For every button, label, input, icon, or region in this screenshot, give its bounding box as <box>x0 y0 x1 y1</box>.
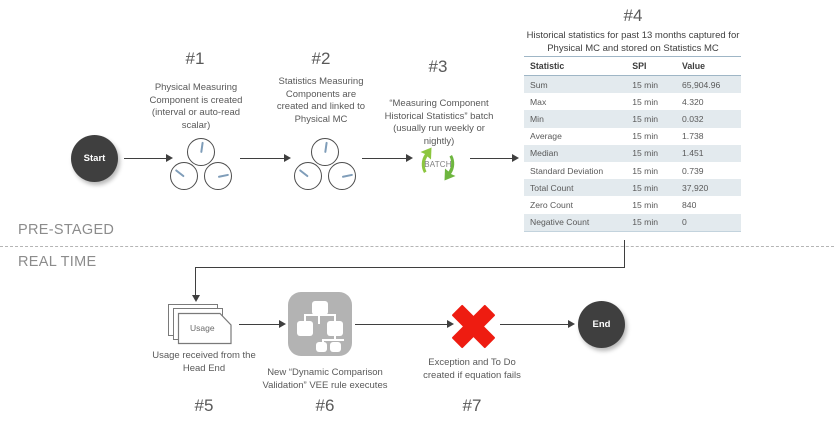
arrow-step7-to-end <box>500 324 570 325</box>
cell-value: 1.451 <box>676 144 741 162</box>
arrow-start-to-step1-head <box>166 154 173 162</box>
arrow-step3-to-step4-head <box>512 154 519 162</box>
cell-spi: 15 min <box>626 196 677 214</box>
cell-spi: 15 min <box>626 213 677 232</box>
step-4-caption: Historical statistics for past 13 months… <box>526 30 740 54</box>
cell-statistic: Standard Deviation <box>524 161 627 180</box>
document-stack-icon: Usage <box>168 304 238 346</box>
cell-value: 0.032 <box>676 110 741 128</box>
step-1-caption: Physical Measuring Component is created … <box>149 82 243 131</box>
cell-spi: 15 min <box>626 179 677 197</box>
end-node-label: End <box>592 319 611 330</box>
cell-statistic: Zero Count <box>524 196 627 214</box>
cell-spi: 15 min <box>626 127 677 145</box>
step-5-number: #5 <box>194 396 214 415</box>
table-row: Total Count 15 min 37,920 <box>524 179 741 197</box>
arrow-step1-to-step2-head <box>284 154 291 162</box>
cell-statistic: Negative Count <box>524 213 627 232</box>
start-node: Start <box>71 135 118 182</box>
arrow-step3-to-step4 <box>470 158 514 159</box>
step-3-number: #3 <box>428 57 448 76</box>
statistics-table-wrap: Statistic SPI Value Sum 15 min 65,904.96… <box>524 56 741 232</box>
batch-cycle-icon: BATCH <box>412 138 464 190</box>
step-7-caption: Exception and To Do created if equation … <box>423 357 521 381</box>
end-node: End <box>578 301 625 348</box>
cell-statistic: Max <box>524 93 627 111</box>
cell-statistic: Total Count <box>524 179 627 197</box>
table-header-row: Statistic SPI Value <box>524 56 741 76</box>
cell-value: 0 <box>676 213 741 232</box>
cell-value: 0.739 <box>676 161 741 180</box>
table-row: Median 15 min 1.451 <box>524 144 741 162</box>
step-2-caption: Statistics Measuring Components are crea… <box>276 76 366 125</box>
step-2-number: #2 <box>311 49 331 68</box>
usage-document-label: Usage <box>190 323 215 333</box>
meter-gauges-icon <box>170 138 232 190</box>
band-divider <box>0 246 834 247</box>
step-5-caption: Usage received from the Head End <box>152 350 256 374</box>
connector-table-to-usage <box>188 240 633 308</box>
arrow-step6-to-step7 <box>355 324 450 325</box>
table-row: Zero Count 15 min 840 <box>524 196 741 214</box>
step-1-number: #1 <box>185 49 205 68</box>
batch-cycle-svg <box>420 147 456 181</box>
cell-spi: 15 min <box>626 161 677 180</box>
cell-spi: 15 min <box>626 93 677 111</box>
table-header-spi: SPI <box>626 56 677 76</box>
batch-label: BATCH <box>424 160 452 169</box>
table-row: Max 15 min 4.320 <box>524 93 741 111</box>
step-4-number: #4 <box>623 6 643 25</box>
cell-spi: 15 min <box>626 110 677 128</box>
start-node-label: Start <box>83 153 106 164</box>
step-3-caption: “Measuring Component Historical Statisti… <box>384 98 494 147</box>
step-6-number: #6 <box>315 396 335 415</box>
table-row: Negative Count 15 min 0 <box>524 213 741 232</box>
cell-value: 1.738 <box>676 127 741 145</box>
arrow-step2-to-step3 <box>362 158 408 159</box>
cell-statistic: Median <box>524 144 627 162</box>
cell-value: 4.320 <box>676 93 741 111</box>
table-row: Min 15 min 0.032 <box>524 110 741 128</box>
hierarchy-icon <box>288 292 352 356</box>
band-label-realtime: REAL TIME <box>18 254 97 270</box>
arrow-step6-to-step7-head <box>447 320 454 328</box>
cell-value: 65,904.96 <box>676 75 741 94</box>
statistics-table: Statistic SPI Value Sum 15 min 65,904.96… <box>524 56 741 232</box>
cell-statistic: Average <box>524 127 627 145</box>
arrow-step7-to-end-head <box>568 320 575 328</box>
red-x-icon <box>446 300 498 349</box>
step-6-caption: New “Dynamic Comparison Validation” VEE … <box>262 367 388 391</box>
table-row: Average 15 min 1.738 <box>524 127 741 145</box>
cell-spi: 15 min <box>626 144 677 162</box>
arrow-step5-to-step6-head <box>279 320 286 328</box>
cell-value: 37,920 <box>676 179 741 197</box>
table-header-statistic: Statistic <box>524 56 627 76</box>
cell-value: 840 <box>676 196 741 214</box>
arrow-start-to-step1 <box>124 158 168 159</box>
cell-statistic: Min <box>524 110 627 128</box>
cell-spi: 15 min <box>626 75 677 94</box>
document-front-svg <box>177 312 232 345</box>
arrow-step1-to-step2 <box>240 158 286 159</box>
step-7-number: #7 <box>462 396 482 415</box>
table-header-value: Value <box>676 56 741 76</box>
arrow-step5-to-step6 <box>239 324 282 325</box>
band-label-prestaged: PRE-STAGED <box>18 222 115 238</box>
table-row: Sum 15 min 65,904.96 <box>524 75 741 94</box>
arrow-step2-to-step3-head <box>406 154 413 162</box>
meter-gauges-icon-2 <box>294 138 356 190</box>
table-row: Standard Deviation 15 min 0.739 <box>524 161 741 180</box>
cell-statistic: Sum <box>524 75 627 94</box>
